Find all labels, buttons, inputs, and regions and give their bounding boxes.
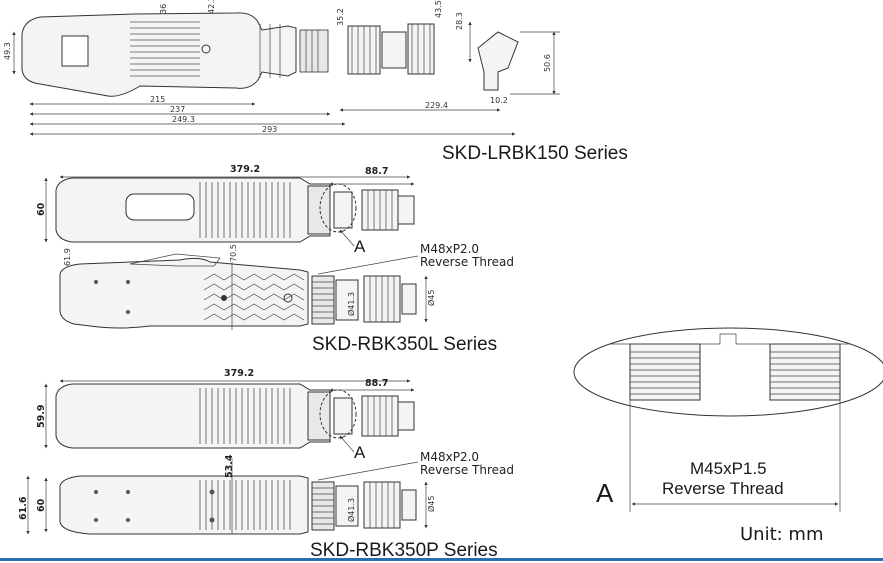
rbk350p-marker-a: A xyxy=(354,443,366,462)
rbk350l-thread-line2: Reverse Thread xyxy=(420,255,514,269)
rbk350l-dim-length: 379.2 xyxy=(230,164,260,175)
rbk350p-thread-line2: Reverse Thread xyxy=(420,463,514,477)
rbk350l-dim-70-5: 70.5 xyxy=(229,244,238,262)
lrbk150-dim-229-4: 229.4 xyxy=(425,101,448,110)
rbk350l-dimensions-top: 379.2 88.7 60 A xyxy=(36,164,415,256)
lrbk150-dim-50-6: 50.6 xyxy=(543,54,552,72)
lrbk150-drawing: 49.3 36 42.2 35.2 43.5 28.3 50.6 10.2 21… xyxy=(3,0,628,164)
lrbk150-dim-237: 237 xyxy=(170,105,185,114)
lrbk150-dim-49-3: 49.3 xyxy=(3,42,12,60)
lrbk150-dim-43-5: 43.5 xyxy=(434,0,443,18)
lrbk150-title: SKD-LRBK150 Series xyxy=(442,143,628,164)
lrbk150-fins xyxy=(130,21,200,77)
rbk350l-dim-dia-41-3: Ø41.3 xyxy=(346,292,356,316)
rbk350l-thread-line1: M48xP2.0 xyxy=(420,242,479,256)
rbk350p-dim-length: 379.2 xyxy=(224,368,254,379)
rbk350l-dim-60: 60 xyxy=(36,202,47,216)
rbk350p-dim-59-9: 59.9 xyxy=(36,405,47,428)
rbk350l-side-view xyxy=(59,253,417,329)
rbk350p-dim-dia-41-3: Ø41.3 xyxy=(346,498,356,522)
lrbk150-dim-35-2: 35.2 xyxy=(336,8,345,26)
rbk350p-dim-dia-45: Ø45 xyxy=(426,496,436,512)
lrbk150-dim-10-2: 10.2 xyxy=(490,96,508,105)
rbk350p-side-view xyxy=(59,475,417,535)
rbk350p-thread-line1: M48xP2.0 xyxy=(420,450,479,464)
detail-a: A M45xP1.5 Reverse Thread Unit: mm xyxy=(573,327,883,545)
lrbk150-dim-42-2: 42.2 xyxy=(207,0,216,14)
lrbk150-dim-28-3: 28.3 xyxy=(455,12,464,30)
rbk350p-dimensions-top: 379.2 88.7 59.9 A xyxy=(36,368,415,462)
rbk350l-dim-head: 88.7 xyxy=(365,166,388,177)
rbk350p-dimensions-side: 61.6 60 53.4 Ø41.3 Ø45 M48xP2.0 Reverse … xyxy=(18,450,514,535)
rbk350p-fins xyxy=(199,480,291,530)
lrbk150-dimensions: 49.3 36 42.2 35.2 43.5 28.3 50.6 10.2 21… xyxy=(3,0,560,136)
lrbk150-dim-249-3: 249.3 xyxy=(172,115,195,124)
rbk350p-title: SKD-RBK350P Series xyxy=(310,540,498,561)
detail-a-thread-line1: M45xP1.5 xyxy=(690,459,767,478)
lrbk150-dim-293: 293 xyxy=(262,125,277,134)
rbk350l-dim-dia-45: Ø45 xyxy=(426,290,436,306)
rbk350p-dim-53-4: 53.4 xyxy=(224,454,235,478)
lrbk150-body xyxy=(21,12,519,97)
rbk350p-dim-61-6: 61.6 xyxy=(18,496,29,520)
detail-a-thread-right xyxy=(769,343,841,401)
rbk350l-dimensions-side: 61.9 70.5 Ø41.3 Ø45 M48xP2.0 Reverse Thr… xyxy=(63,242,514,330)
detail-a-thread-left xyxy=(629,343,701,401)
lrbk150-dim-36: 36 xyxy=(159,4,168,14)
unit-label: Unit: mm xyxy=(740,524,824,545)
detail-a-marker: A xyxy=(596,478,614,508)
rbk350l-title: SKD-RBK350L Series xyxy=(312,334,497,355)
rbk350l-drawing: 379.2 88.7 60 A xyxy=(36,164,514,355)
rbk350p-drawing: 379.2 88.7 59.9 A 61.6 60 xyxy=(18,368,514,561)
rbk350p-top-view xyxy=(55,383,415,449)
rbk350l-top-view xyxy=(55,177,415,243)
rbk350p-dim-60: 60 xyxy=(36,498,47,512)
rbk350l-marker-a: A xyxy=(354,237,366,256)
lrbk150-dim-215: 215 xyxy=(150,95,165,104)
rbk350p-dim-head: 88.7 xyxy=(365,378,388,389)
rbk350l-dim-61-9: 61.9 xyxy=(63,248,72,266)
rbk350l-chevron-fins xyxy=(203,273,305,321)
detail-a-thread-line2: Reverse Thread xyxy=(662,479,784,498)
bottom-rule xyxy=(0,558,883,561)
